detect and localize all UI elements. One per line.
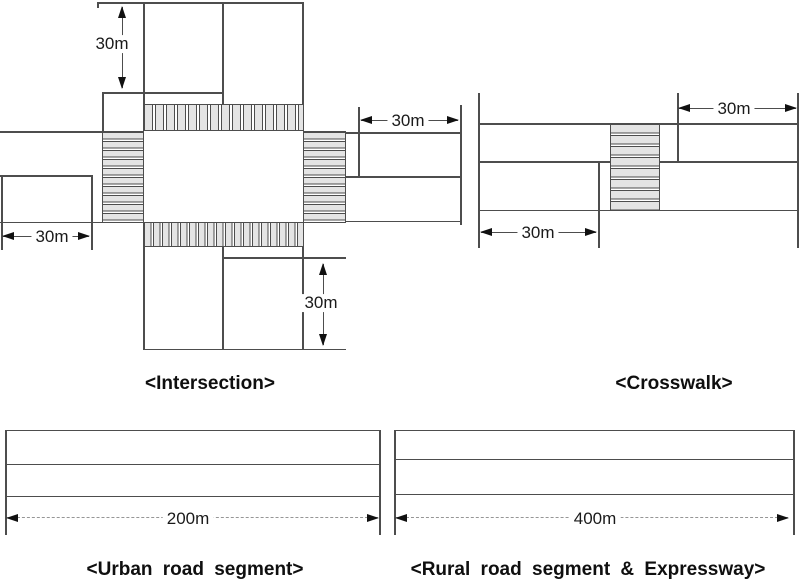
dimension-extension-line bbox=[102, 92, 223, 94]
arrowhead-right-icon bbox=[585, 227, 597, 236]
crosswalk-band-left bbox=[102, 131, 144, 223]
dimension-extension-line bbox=[598, 161, 600, 248]
road-edge bbox=[394, 429, 794, 432]
arrowhead-left-icon bbox=[2, 231, 14, 240]
dimension-label: 200m bbox=[162, 509, 214, 528]
dimension-tick bbox=[97, 2, 99, 8]
lane-line bbox=[0, 175, 91, 177]
lane-line bbox=[394, 458, 794, 461]
road-edge bbox=[5, 429, 380, 432]
road-end-cap-right bbox=[460, 105, 462, 225]
road-end-cap-right bbox=[379, 429, 381, 535]
road-edge bbox=[143, 247, 145, 349]
figure-caption-urban-road: <Urban road segment> bbox=[86, 559, 304, 580]
road-edge bbox=[394, 493, 794, 496]
dimension-label: 30m bbox=[31, 227, 73, 246]
arrowhead-right-icon bbox=[78, 231, 90, 240]
road-end-cap-left bbox=[5, 429, 7, 535]
figure-caption-intersection: <Intersection> bbox=[145, 373, 275, 394]
road-end-cap-top bbox=[98, 2, 303, 4]
corner-block-line bbox=[102, 92, 104, 132]
road-end-cap-bottom bbox=[143, 348, 346, 351]
dimension-label: 400m bbox=[569, 509, 621, 528]
arrowhead-up-icon bbox=[118, 6, 126, 18]
road-edge bbox=[345, 132, 461, 134]
dimension-extension-line bbox=[1, 175, 3, 250]
dimension-arrow-top: 30m bbox=[91, 6, 133, 89]
dimension-extension-line bbox=[222, 257, 346, 259]
road-edge bbox=[5, 495, 380, 498]
dimension-extension-line bbox=[677, 93, 679, 161]
road-edge bbox=[345, 220, 461, 223]
dimension-arrow-length: 400m bbox=[395, 509, 789, 528]
arrowhead-right-icon bbox=[367, 513, 379, 522]
arrowhead-right-icon bbox=[447, 115, 459, 124]
road-end-cap-left bbox=[478, 93, 480, 248]
arrowhead-left-icon bbox=[678, 103, 690, 112]
crosswalk-band-bottom bbox=[143, 222, 304, 247]
lane-line bbox=[222, 2, 224, 105]
arrowhead-left-icon bbox=[360, 115, 372, 124]
crosswalk-band bbox=[610, 123, 660, 211]
dimension-label: 30m bbox=[713, 99, 755, 118]
arrowhead-down-icon bbox=[319, 334, 327, 346]
dimension-label: 30m bbox=[91, 35, 133, 53]
arrowhead-left-icon bbox=[6, 513, 18, 522]
arrowhead-left-icon bbox=[480, 227, 492, 236]
arrowhead-right-icon bbox=[777, 513, 789, 522]
dimension-extension-line bbox=[91, 175, 93, 250]
dimension-arrow-bottom: 30m bbox=[300, 263, 342, 346]
road-end-cap-right bbox=[793, 429, 795, 535]
figure-caption-rural-road: <Rural road segment & Expressway> bbox=[410, 559, 766, 580]
dimension-arrow-left: 30m bbox=[2, 227, 90, 246]
road-end-cap-right bbox=[797, 93, 799, 248]
figure-caption-crosswalk: <Crosswalk> bbox=[615, 373, 733, 394]
arrowhead-right-icon bbox=[785, 103, 797, 112]
dimension-extension-line bbox=[358, 107, 360, 176]
road-edge bbox=[0, 221, 102, 224]
road-edge bbox=[0, 131, 102, 133]
arrowhead-down-icon bbox=[118, 77, 126, 89]
dimension-arrow-right: 30m bbox=[360, 111, 459, 130]
road-edge bbox=[143, 2, 145, 105]
road-edge bbox=[302, 2, 304, 105]
dimension-label: 30m bbox=[517, 223, 559, 242]
lane-line bbox=[222, 247, 224, 349]
dimension-label: 30m bbox=[300, 294, 342, 312]
arrowhead-left-icon bbox=[395, 513, 407, 522]
crosswalk-band-right bbox=[302, 131, 346, 223]
dimension-arrow-bottom-left: 30m bbox=[480, 223, 597, 242]
dimension-label: 30m bbox=[387, 111, 429, 130]
lane-line bbox=[345, 176, 461, 178]
arrowhead-up-icon bbox=[319, 263, 327, 275]
crosswalk-band-top bbox=[143, 104, 304, 131]
lane-line bbox=[5, 463, 380, 466]
dimension-arrow-length: 200m bbox=[6, 509, 379, 528]
dimension-arrow-top-right: 30m bbox=[678, 99, 797, 118]
road-end-cap-left bbox=[394, 429, 396, 535]
